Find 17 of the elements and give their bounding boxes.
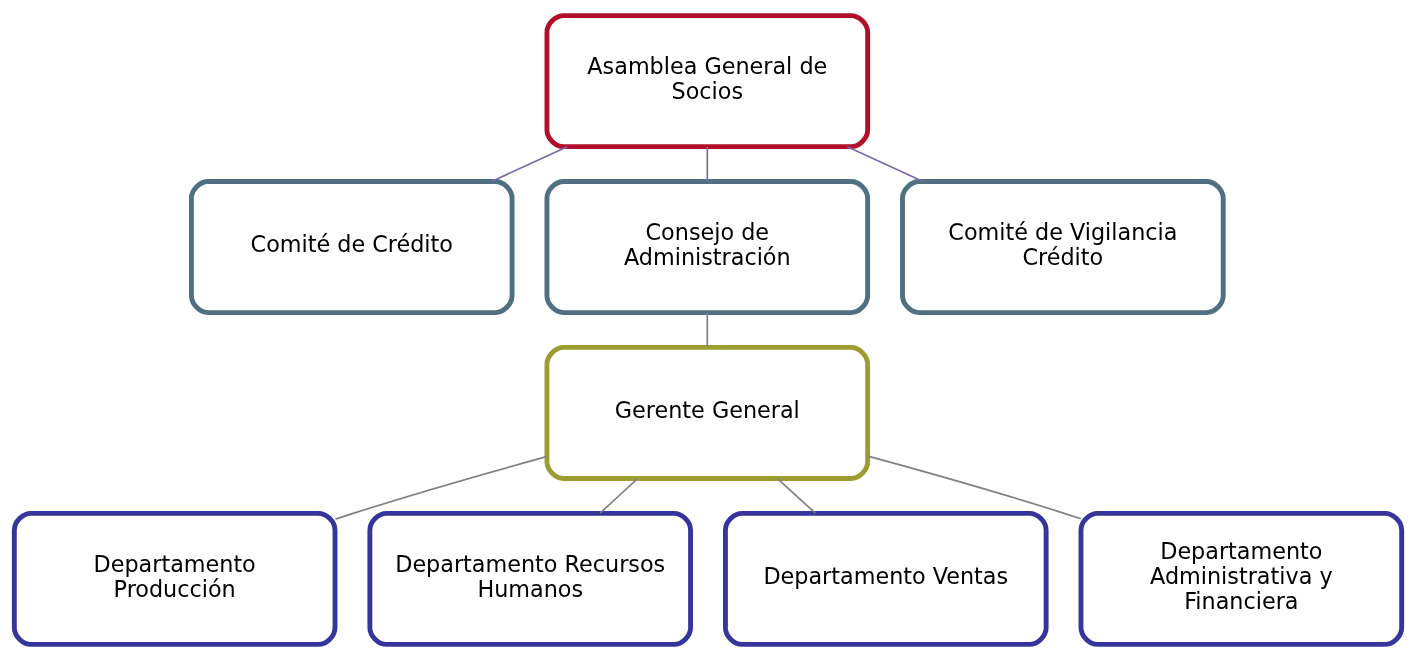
node-box: Consejo de Administración — [544, 178, 871, 315]
node-box: Departamento Producción — [11, 510, 338, 647]
connector — [490, 145, 569, 182]
node-box: Comité de Vigilancia Crédito — [900, 178, 1226, 315]
node-box: Departamento Ventas — [723, 510, 1049, 647]
node-box: Comité de Crédito — [188, 178, 515, 315]
node-box: Departamento Recursos Humanos — [367, 510, 693, 647]
connector — [599, 477, 639, 514]
connector — [867, 454, 1082, 520]
connector — [706, 145, 709, 182]
node-box: Departamento Administrativa y Financiera — [1078, 510, 1405, 647]
connector — [846, 145, 924, 182]
connector — [334, 455, 548, 520]
connector — [777, 477, 816, 514]
connector — [706, 311, 709, 348]
node-box: Asamblea General de Socios — [544, 12, 871, 149]
node-box: Gerente General — [544, 344, 871, 481]
